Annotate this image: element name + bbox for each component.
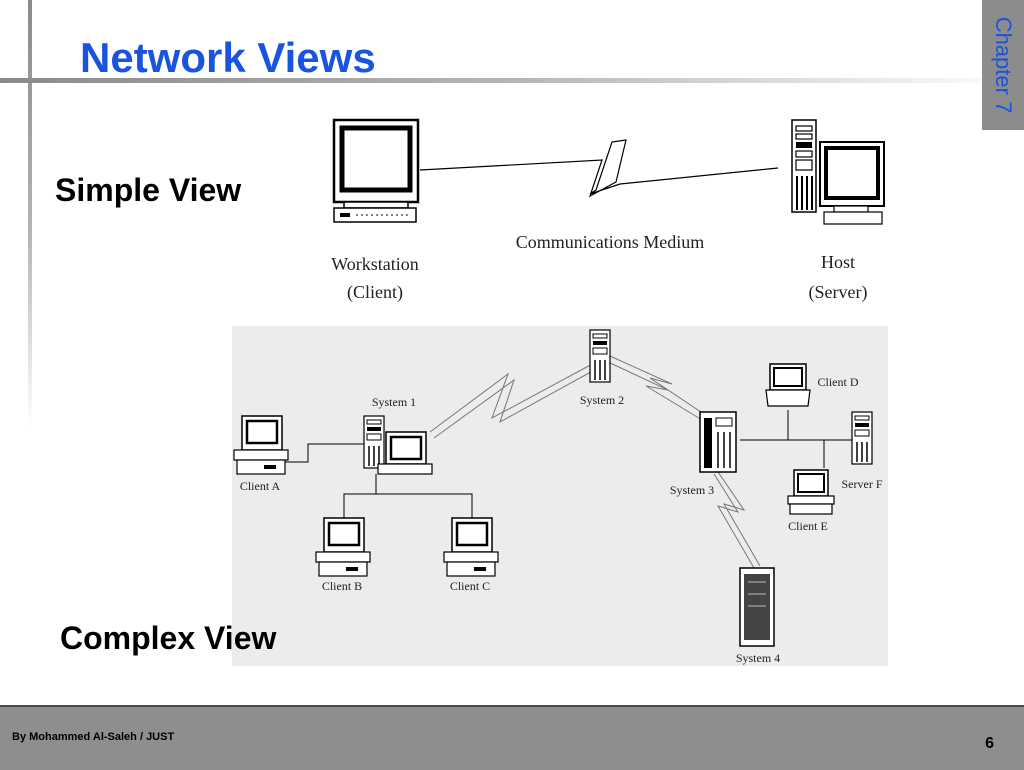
footer-author: By Mohammed Al-Saleh / JUST: [12, 731, 175, 743]
client-c-label: Client C: [450, 579, 490, 593]
client-b-icon: [314, 516, 372, 578]
client-b-label: Client B: [322, 579, 362, 593]
system-1-label: System 1: [372, 395, 416, 409]
client-d-icon: [765, 363, 811, 407]
decorative-horizontal-bar: [0, 78, 1024, 83]
complex-view-panel: System 1 System 2 System 3 System 4 Clie…: [232, 326, 888, 666]
system-3-icon: [699, 411, 737, 473]
communications-medium-label: Communications Medium: [516, 232, 705, 252]
system-4-label: System 4: [736, 651, 780, 665]
network-wires: [282, 410, 872, 518]
host-sublabel: (Server): [809, 282, 868, 303]
complex-view-label: Complex View: [60, 620, 277, 656]
communications-link: [419, 139, 779, 198]
system-2-icon: [589, 329, 611, 383]
client-a-icon: [232, 414, 290, 476]
lightning-links: [429, 355, 761, 569]
client-a-label: Client A: [240, 479, 281, 493]
system-2-label: System 2: [580, 393, 624, 407]
client-d-label: Client D: [818, 375, 859, 389]
decorative-vertical-bar: [28, 0, 32, 430]
workstation-label: Workstation: [331, 254, 419, 274]
client-c-icon: [442, 516, 500, 578]
workstation-icon: [332, 118, 420, 223]
system-4-icon: [739, 567, 775, 647]
chapter-label: Chapter 7: [991, 16, 1016, 114]
system-3-label: System 3: [670, 483, 714, 497]
chapter-tab: Chapter 7: [982, 0, 1024, 130]
host-label: Host: [821, 252, 855, 272]
simple-view-label: Simple View: [55, 172, 242, 208]
client-e-icon: [787, 469, 835, 515]
server-f-label: Server F: [842, 477, 883, 491]
host-server-icon: [791, 119, 885, 225]
page-number: 6: [985, 735, 994, 752]
footer-bar: By Mohammed Al-Saleh / JUST 6: [0, 705, 1024, 770]
slide-title: Network Views: [80, 34, 376, 81]
complex-view-diagram: System 1 System 2 System 3 System 4 Clie…: [232, 329, 883, 665]
workstation-sublabel: (Client): [347, 282, 403, 303]
simple-view-diagram: Workstation (Client) Communications Medi…: [331, 118, 885, 303]
server-f-icon: [851, 411, 873, 465]
client-e-label: Client E: [788, 519, 828, 533]
system-1-icon: [363, 415, 433, 475]
